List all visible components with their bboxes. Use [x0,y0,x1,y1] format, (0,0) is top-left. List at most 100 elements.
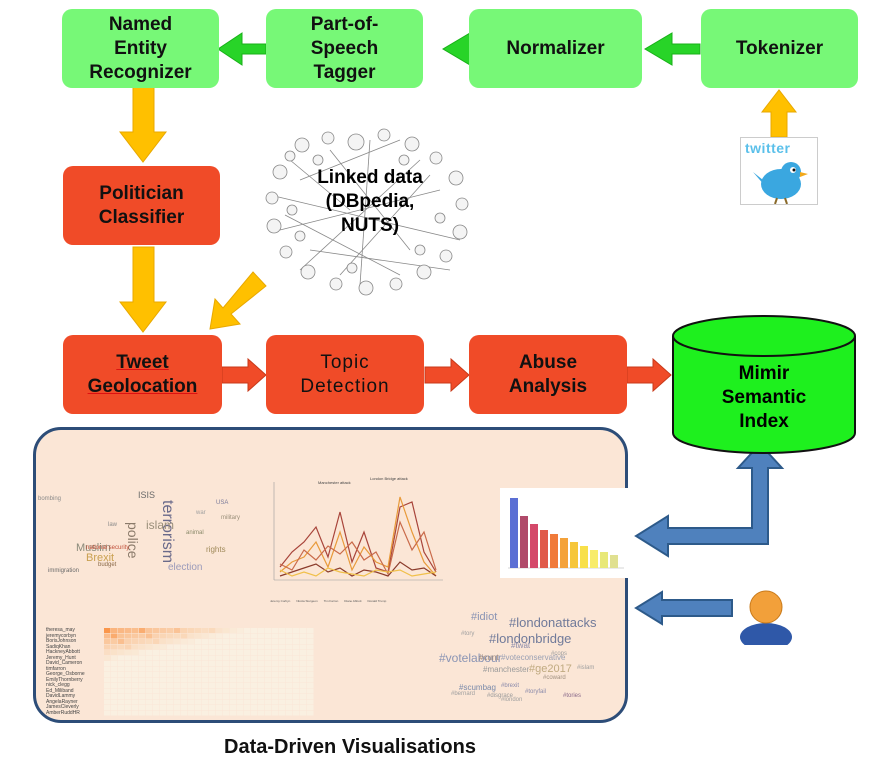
line-chart-annotation: Manchester attack [318,480,351,485]
wordcloud-term: ISIS [138,490,156,500]
heatmap-cell [223,633,230,639]
heatmap-cell [146,672,153,677]
heatmap-cell [251,710,258,716]
heatmap-cell [293,694,300,699]
heatmap-cell [132,672,139,677]
heatmap-cell [300,705,307,710]
heatmap-cell [132,628,139,633]
heatmap-cell [153,688,160,694]
heatmap-cell [300,628,307,633]
heatmap-cell [209,672,216,677]
heatmap-cell [195,710,202,716]
heatmap-cell [181,633,188,639]
heatmap-cell [216,710,223,716]
heatmap-cell [244,644,251,650]
heatmap-cell [258,633,265,639]
heatmap-cell [146,705,153,710]
hashtag: #ge2017 [529,663,572,675]
heatmap-cell [160,694,167,699]
heatmap-cell [111,650,118,655]
heatmap-cell [104,655,111,661]
heatmap-cell [160,672,167,677]
topic-detection-label: Topic Detection [300,351,390,397]
heatmap-cell [125,705,132,710]
legend-item: Nicola Sturgeon [296,599,318,603]
wordcloud-term: rights [206,545,226,554]
heatmap-cell [195,639,202,644]
heatmap-cell [202,666,209,672]
heatmap-cell [216,699,223,705]
heatmap-cell [251,672,258,677]
heatmap-cell [188,661,195,666]
wordcloud-term: Brexit [86,552,115,564]
wordcloud-term: law [108,522,118,528]
heatmap-cell [146,661,153,666]
heatmap-cell [209,694,216,699]
arrow-classifier-to-geolocation [118,246,168,333]
heatmap-cell [104,672,111,677]
heatmap-cell [125,688,132,694]
heatmap-cell [188,650,195,655]
heatmap-cell [132,655,139,661]
mimir-index-label: Mimir Semantic Index [721,363,807,432]
arrow-twitter-to-tokenizer [760,89,798,138]
heatmap-name: JamesCleverly [46,704,79,710]
heatmap-cell [195,705,202,710]
heatmap-cell [111,705,118,710]
heatmap-cell [195,672,202,677]
heatmap-cell [237,688,244,694]
heatmap-cell [216,688,223,694]
heatmap-cell [111,694,118,699]
wordcloud-term: bombing [38,496,62,502]
wordcloud-term: police [125,522,141,559]
heatmap-cell [160,639,167,644]
heatmap-cell [202,710,209,716]
heatmap-cell [265,672,272,677]
heatmap-cell [307,650,314,655]
heatmap-cell [272,628,279,633]
heatmap-cell [181,666,188,672]
heatmap-cell [216,628,223,633]
heatmap-cell [160,699,167,705]
heatmap-cell [167,650,174,655]
heatmap-cell [279,694,286,699]
heatmap-cell [188,699,195,705]
heatmap-cell [251,699,258,705]
heatmap-cell [195,688,202,694]
heatmap-cell [118,639,125,644]
heatmap-cell [139,683,146,688]
hashtag: #tories [563,693,582,699]
heatmap-cell [265,694,272,699]
heatmap-cell [307,694,314,699]
heatmap-cell [272,650,279,655]
heatmap-cell [286,661,293,666]
heatmap-cell [293,672,300,677]
heatmap-cell [265,639,272,644]
heatmap-cell [300,699,307,705]
heatmap-cell [265,655,272,661]
heatmap-cell [188,710,195,716]
heatmap-cell [307,705,314,710]
heatmap-cell [272,699,279,705]
heatmap-cell [132,694,139,699]
heatmap-cell [139,655,146,661]
heatmap-cell [125,683,132,688]
heatmap-cell [293,688,300,694]
heatmap-cell [237,677,244,683]
heatmap-cell [223,710,230,716]
heatmap-cell [237,639,244,644]
heatmap-cell [174,683,181,688]
heatmap-cell [293,639,300,644]
heatmap-cell [244,694,251,699]
heatmap-cell [132,661,139,666]
heatmap-cell [139,672,146,677]
heatmap-cell [286,639,293,644]
tokenizer-label: Tokenizer [735,37,824,59]
heatmap-cell [237,650,244,655]
heatmap-cell [167,628,174,633]
heatmap-cell [307,633,314,639]
heatmap-name: theresa_may [46,627,75,633]
heatmap-cell [223,672,230,677]
heatmap-cell [167,688,174,694]
heatmap-cell [279,666,286,672]
